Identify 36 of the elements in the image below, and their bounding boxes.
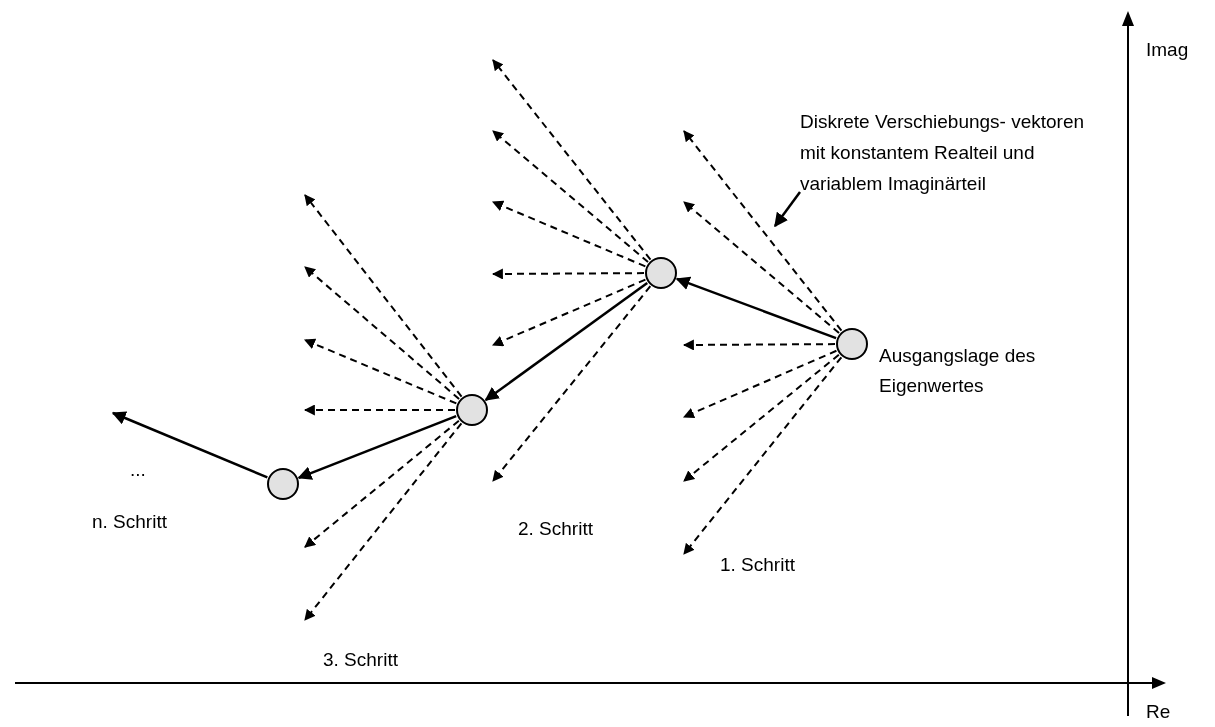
arrow bbox=[297, 415, 457, 480]
text-label: 1. Schritt bbox=[720, 553, 795, 577]
text-label: ... bbox=[130, 458, 146, 482]
dashed-arrow bbox=[491, 268, 645, 280]
eigenvalue-circle bbox=[645, 257, 677, 289]
dashed-arrow bbox=[492, 59, 652, 261]
dashed-arrow bbox=[304, 338, 458, 405]
eigenvalue-circle bbox=[267, 468, 299, 500]
dashed-arrow bbox=[683, 356, 843, 555]
text-label: Imag bbox=[1146, 38, 1189, 62]
dashed-arrow bbox=[492, 130, 649, 264]
arrow bbox=[484, 281, 648, 402]
dashed-arrow bbox=[304, 422, 463, 621]
text-label: Re bbox=[1146, 700, 1171, 724]
dashed-arrow bbox=[492, 285, 652, 482]
eigenvalue-circle bbox=[456, 394, 488, 426]
dashed-arrow bbox=[682, 339, 836, 351]
text-label: 2. Schritt bbox=[518, 517, 593, 541]
dashed-arrow bbox=[304, 419, 460, 548]
dashed-arrow bbox=[683, 349, 838, 419]
dashed-arrow bbox=[683, 353, 840, 482]
text-label: 3. Schritt bbox=[323, 648, 398, 672]
arrow bbox=[675, 276, 837, 340]
dashed-arrow bbox=[683, 201, 840, 335]
arrow bbox=[111, 411, 268, 479]
annotation-text: Diskrete Verschiebungs- vektoren mit konstantem Realteil und variablem Imaginärteil bbox=[800, 106, 1105, 199]
node-caption: Ausgangslage des Eigenwertes bbox=[879, 344, 1037, 398]
eigenvalue-circle bbox=[836, 328, 868, 360]
dashed-arrow bbox=[683, 130, 843, 332]
dashed-arrow bbox=[492, 200, 647, 268]
leader-line bbox=[774, 191, 801, 228]
text-label: n. Schritt bbox=[92, 510, 167, 534]
dashed-arrow bbox=[304, 194, 463, 398]
dashed-arrow bbox=[492, 278, 647, 347]
dashed-arrow bbox=[303, 404, 456, 416]
dashed-arrow bbox=[304, 266, 461, 400]
